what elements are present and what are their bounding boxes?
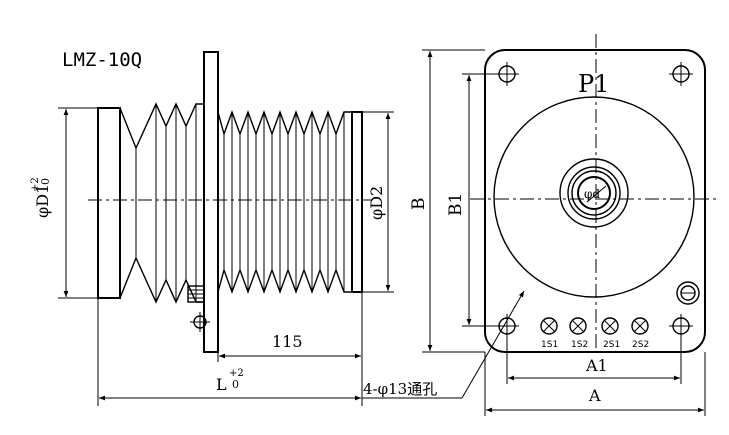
terminal-label: 1S2 xyxy=(571,340,588,350)
bore xyxy=(577,176,611,210)
hole-note: 4-φ13通孔 xyxy=(363,380,437,398)
dim-a-label: A xyxy=(588,386,601,405)
body-circle xyxy=(493,96,695,298)
dim-a1-label: A1 xyxy=(585,356,608,375)
dim-l-label: L xyxy=(216,375,227,394)
dim-d1-tol-upper: +2 xyxy=(30,177,41,192)
right-end-cap xyxy=(351,111,363,293)
model-label: LMZ-10Q xyxy=(62,49,142,71)
base-plate xyxy=(484,49,706,353)
dim-d1-tol-lower: 0 xyxy=(39,178,52,185)
secondary-terminals: 1S1 1S2 2S1 2S2 xyxy=(540,317,649,350)
dim-b-label: B xyxy=(409,198,429,211)
left-end-cap xyxy=(97,107,121,299)
terminal-block xyxy=(187,285,210,332)
terminal-label: 2S1 xyxy=(603,340,620,350)
terminal-label: 2S2 xyxy=(632,340,649,350)
right-sheds-bottom xyxy=(217,267,352,295)
dim-d1-label: φD1 xyxy=(33,184,52,218)
mounting-flange xyxy=(203,51,219,353)
front-view: P1 φd xyxy=(362,34,720,416)
left-sheds-bottom xyxy=(119,256,204,304)
view-label: P1 xyxy=(578,70,609,98)
ground-screw xyxy=(676,281,700,305)
dim-115-label: 115 xyxy=(272,332,303,351)
left-sheds-top xyxy=(119,102,204,150)
mounting-hole-tr xyxy=(669,62,693,86)
terminal-label: 1S1 xyxy=(541,340,558,350)
dim-b1-label: B1 xyxy=(446,193,466,216)
dim-l-tol-upper: +2 xyxy=(229,368,244,379)
dim-d2-label: φD2 xyxy=(367,186,386,220)
right-sheds-top xyxy=(217,109,352,137)
side-view: LMZ-10Q xyxy=(30,49,394,406)
dim-l-tol-lower: 0 xyxy=(232,378,239,391)
